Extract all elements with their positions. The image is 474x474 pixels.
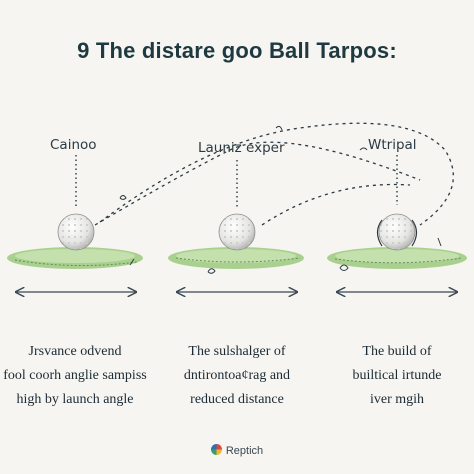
brand-name: Reptich	[225, 445, 264, 457]
doodle-mark-4	[129, 258, 135, 266]
turf-patch-1	[7, 247, 143, 269]
panel-label-3: Wtripal	[368, 137, 417, 153]
trajectory-line-2	[99, 122, 454, 226]
spin-arc-right	[411, 219, 418, 247]
turf-patch-2	[168, 247, 304, 269]
caption-line: high by launch angle	[16, 392, 134, 407]
diagram-title: 9 The distare goo Ball Tarpos:	[77, 38, 397, 63]
caption-line: The build of	[362, 344, 432, 359]
golf-ball-1	[57, 213, 95, 251]
doodle-mark-1	[119, 195, 127, 200]
doodle-mark-7	[437, 237, 442, 247]
caption-line: reduced distance	[190, 392, 284, 407]
doodle-mark-2	[275, 125, 283, 131]
panel-caption-1: Jrsvance odvend fool coorh anglie sampis…	[0, 340, 150, 412]
caption-line: builtical irtunde	[352, 368, 442, 383]
caption-line: Jrsvance odvend	[28, 344, 122, 359]
panel-caption-2: The sulshalger of dntirontoa¢rag and red…	[162, 340, 312, 412]
caption-line: The sulshalger of	[188, 344, 286, 359]
doodle-mark-5	[207, 268, 216, 274]
doodle-mark-3	[359, 147, 368, 151]
caption-line: iver mgih	[369, 392, 425, 407]
spin-arc-left	[376, 219, 383, 247]
trajectory-line-3	[261, 183, 411, 226]
turf-patch-3	[327, 247, 467, 269]
golf-ball-2	[218, 213, 256, 251]
golf-ball-3	[376, 213, 418, 251]
panel-caption-3: The build of builtical irtunde iver mgih	[322, 340, 472, 412]
footer-brand: Reptich	[0, 444, 474, 457]
reptich-logo-icon	[210, 444, 222, 455]
doodle-mark-6	[339, 264, 349, 271]
caption-line: fool coorh anglie sampiss	[3, 368, 147, 383]
panel-label-2: Launiz exper	[198, 140, 285, 156]
trajectory-line-1	[94, 141, 421, 226]
caption-line: dntirontoa¢rag and	[183, 368, 291, 383]
panel-label-1: Cainoo	[50, 137, 97, 153]
